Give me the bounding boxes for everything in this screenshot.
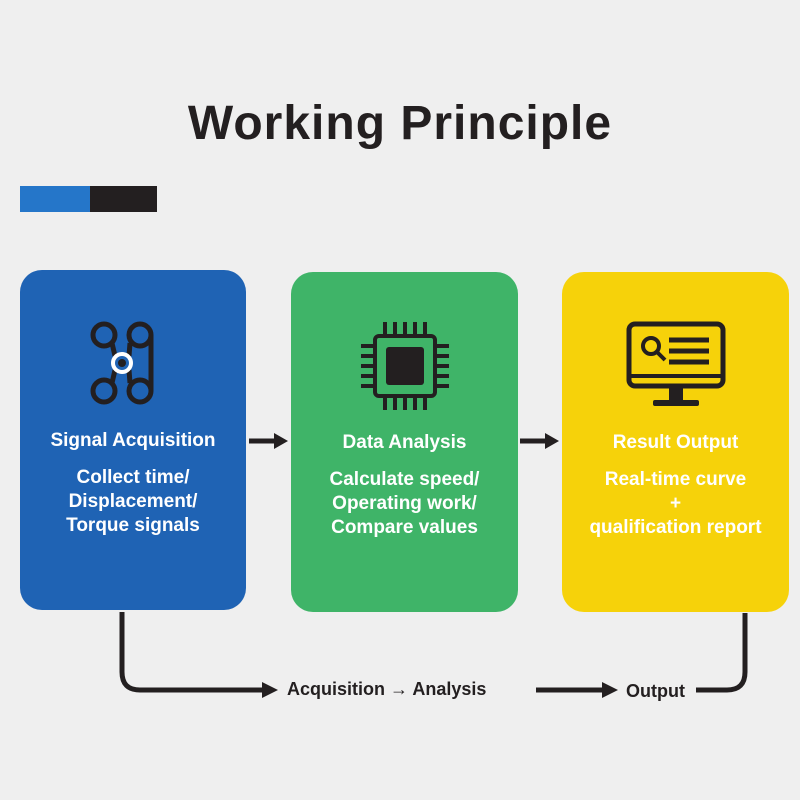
step-description: Real-time curve + qualification report (589, 469, 762, 538)
page-title: Working Principle (187, 97, 613, 150)
processor-chip-icon (291, 316, 518, 416)
step-card-data-analysis: Data Analysis Calculate speed/ Operating… (291, 272, 518, 612)
flow-label-output: Output (622, 680, 689, 702)
loop-line-right (696, 613, 748, 693)
step-title: Signal Acquisition (50, 430, 216, 451)
loop-line-left (119, 612, 266, 693)
arrow-analysis-to-output (520, 433, 559, 449)
node-network-icon (20, 314, 246, 414)
accent-bar-black (90, 186, 157, 212)
step-card-signal-acquisition: Signal Acquisition Collect time/ Displac… (20, 270, 246, 610)
step-description: Collect time/ Displacement/ Torque signa… (66, 467, 200, 536)
step-title: Data Analysis (342, 432, 467, 453)
flow-label-acquisition-analysis: Acquisition → Analysis (283, 678, 491, 700)
arrow-acquisition-to-analysis (249, 433, 288, 449)
accent-bar-blue (20, 186, 90, 212)
step-title: Result Output (612, 432, 739, 453)
step-description: Calculate speed/ Operating work/ Compare… (329, 469, 480, 538)
monitor-report-icon (562, 316, 789, 416)
step-card-result-output: Result Output Real-time curve + qualific… (562, 272, 789, 612)
